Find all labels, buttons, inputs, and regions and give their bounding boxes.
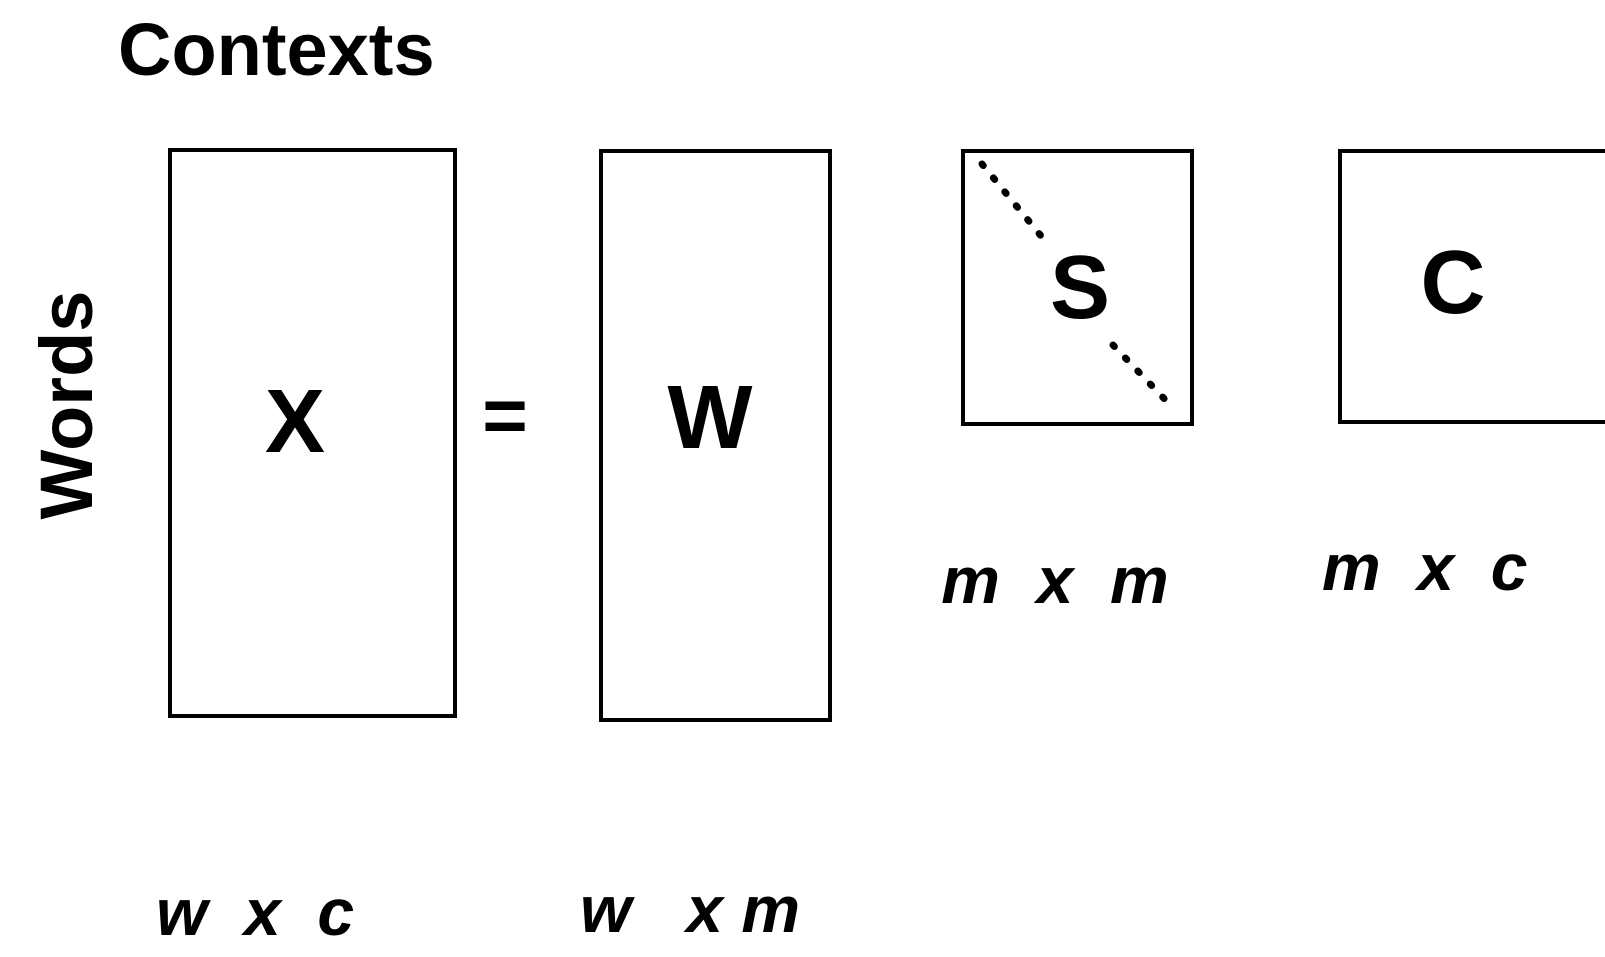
matrix-c-label: C [1421, 233, 1486, 333]
equals-sign: = [482, 371, 528, 459]
matrix-c-dims: m x c [1322, 530, 1527, 604]
matrix-w-box [599, 149, 832, 722]
matrix-s-box [961, 149, 1194, 426]
contexts-label: Contexts [118, 8, 435, 91]
matrix-s-diagonal-upper [978, 160, 1050, 246]
words-label: Words [25, 291, 108, 520]
matrix-x-label: X [265, 372, 325, 472]
matrix-c-box [1338, 149, 1605, 424]
matrix-w-dims: w x m [580, 872, 800, 946]
matrix-s-label: S [1050, 238, 1110, 338]
matrix-w-label: W [668, 368, 753, 468]
matrix-x-dims: w x c [156, 875, 354, 949]
matrix-s-diagonal-lower [1109, 341, 1179, 414]
matrix-s-dims: m x m [941, 543, 1168, 617]
matrix-x-box [168, 148, 457, 718]
